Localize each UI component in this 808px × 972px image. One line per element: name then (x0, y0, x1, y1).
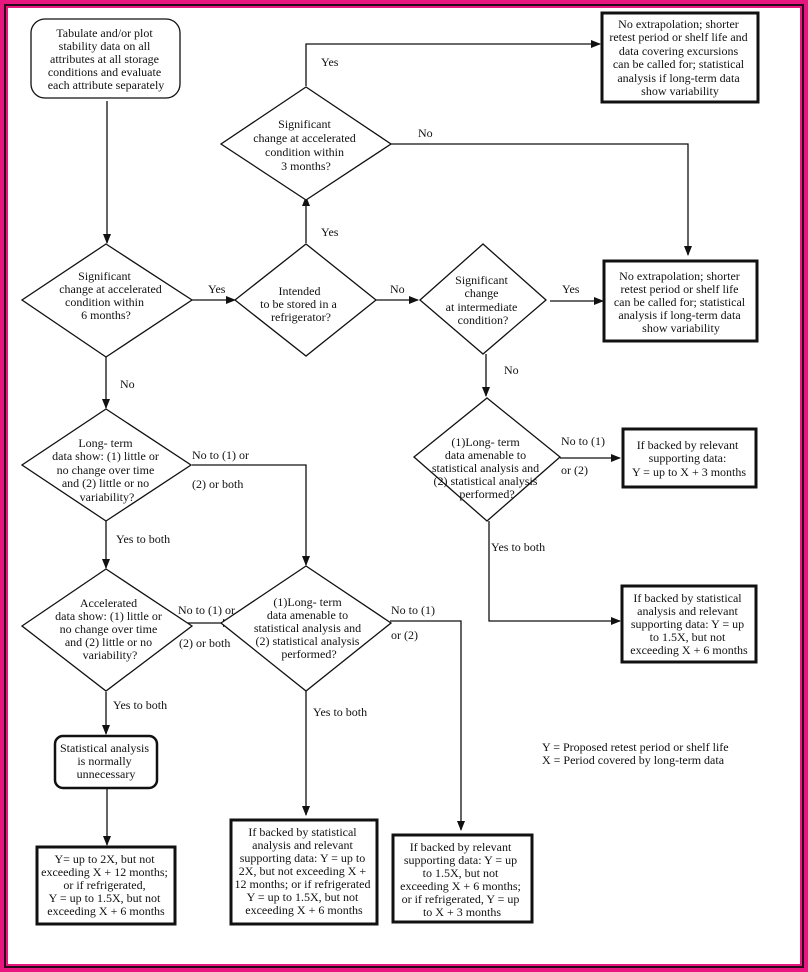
box-1-5x-right-text: If backed by statistical analysis and re… (630, 591, 748, 657)
box-up-to-2x (35, 845, 177, 926)
edge-accel3-yes (305, 40, 601, 86)
label-accel6-yes: Yes (208, 282, 226, 296)
box-no-extrapolation-text: No extrapolation; shorter retest period … (614, 269, 748, 335)
decision-amenable-mid (219, 565, 393, 692)
box-up-to-2x-text: Y= up to 2X, but not exceeding X + 12 mo… (41, 852, 171, 918)
label-longterm-yes: Yes to both (116, 532, 170, 546)
label-amenable-mid-no-a: No to (1) (391, 603, 435, 617)
decision-accel-6mo-text: Significant change at accelerated condit… (59, 269, 165, 322)
decision-amenable-right (412, 397, 562, 522)
box-1-5x-bottom (391, 833, 534, 924)
edge-accel3-no (391, 143, 692, 256)
label-longterm-no-b: (2) or both (192, 477, 243, 491)
box-1-5x-right (620, 584, 758, 664)
legend-x-definition: X = Period covered by long-term data (542, 753, 725, 767)
label-amenable-right-yes: Yes to both (491, 540, 545, 554)
label-fridge-no: No (390, 282, 405, 296)
decision-accel-6mo (20, 243, 194, 358)
edge-amenable-mid-no (390, 620, 465, 831)
label-amenable-mid-yes: Yes to both (313, 705, 367, 719)
decision-amenable-mid-text: (1)Long- term data amenable to statistic… (254, 595, 364, 661)
label-accel-show-no-b: (2) or both (179, 636, 230, 650)
decision-longterm-show-text: Long- term data show: (1) little or no c… (52, 436, 162, 504)
start-box (30, 18, 181, 99)
label-intermediate-yes: Yes (562, 282, 580, 296)
decision-accel-3mo-text: Significant change at accelerated condit… (253, 117, 359, 173)
label-fridge-yes: Yes (321, 225, 339, 239)
label-amenable-mid-no-b: or (2) (391, 628, 418, 642)
label-accel3-yes: Yes (321, 55, 339, 69)
label-accel-show-yes: Yes to both (113, 698, 167, 712)
box-x-plus-3 (621, 427, 758, 489)
box-x-plus-3-text: If backed by relevant supporting data: Y… (632, 438, 746, 479)
label-amenable-right-no-a: No to (1) (561, 434, 605, 448)
decision-intermediate (419, 243, 547, 355)
decision-longterm-show (20, 408, 193, 522)
box-up-to-2x-stat-text: If backed by statistical analysis and re… (235, 825, 374, 917)
label-accel6-no: No (120, 377, 135, 391)
box-stat-unnecessary (53, 734, 159, 790)
decision-refrigerator (233, 243, 378, 357)
page-frame-dark (4, 4, 804, 968)
box-stat-unnecessary-text: Statistical analysis is normally unneces… (60, 741, 152, 781)
box-no-extrapolation-excursions-text: No extrapolation; shorter retest period … (609, 17, 750, 98)
label-intermediate-no: No (504, 363, 519, 377)
legend-y-definition: Y = Proposed retest period or shelf life (542, 740, 729, 754)
label-accel-show-no-a: No to (1) or (178, 603, 235, 617)
decision-refrigerator-text: Intended to be stored in a refrigerator? (260, 284, 340, 324)
decision-amenable-right-text: (1)Long- term data amenable to statistic… (432, 435, 542, 501)
box-up-to-2x-stat (229, 818, 379, 926)
decision-accelerated-show-text: Accelerated data show: (1) little or no … (55, 596, 165, 662)
label-longterm-no-a: No to (1) or (192, 448, 249, 462)
decision-accel-3mo (219, 86, 393, 201)
edge-longterm-no (192, 464, 310, 566)
label-accel3-no: No (418, 126, 433, 140)
box-no-extrapolation-excursions (600, 11, 760, 104)
decision-intermediate-text: Significant change at intermediate condi… (446, 273, 521, 327)
decision-accelerated-show (20, 568, 194, 692)
box-no-extrapolation (602, 259, 759, 343)
edge-amenable-right-yes (488, 521, 621, 625)
box-1-5x-bottom-text: If backed by relevant supporting data: Y… (400, 840, 524, 919)
start-text: Tabulate and/or plot stability data on a… (48, 26, 165, 92)
label-amenable-right-no-b: or (2) (561, 463, 588, 477)
